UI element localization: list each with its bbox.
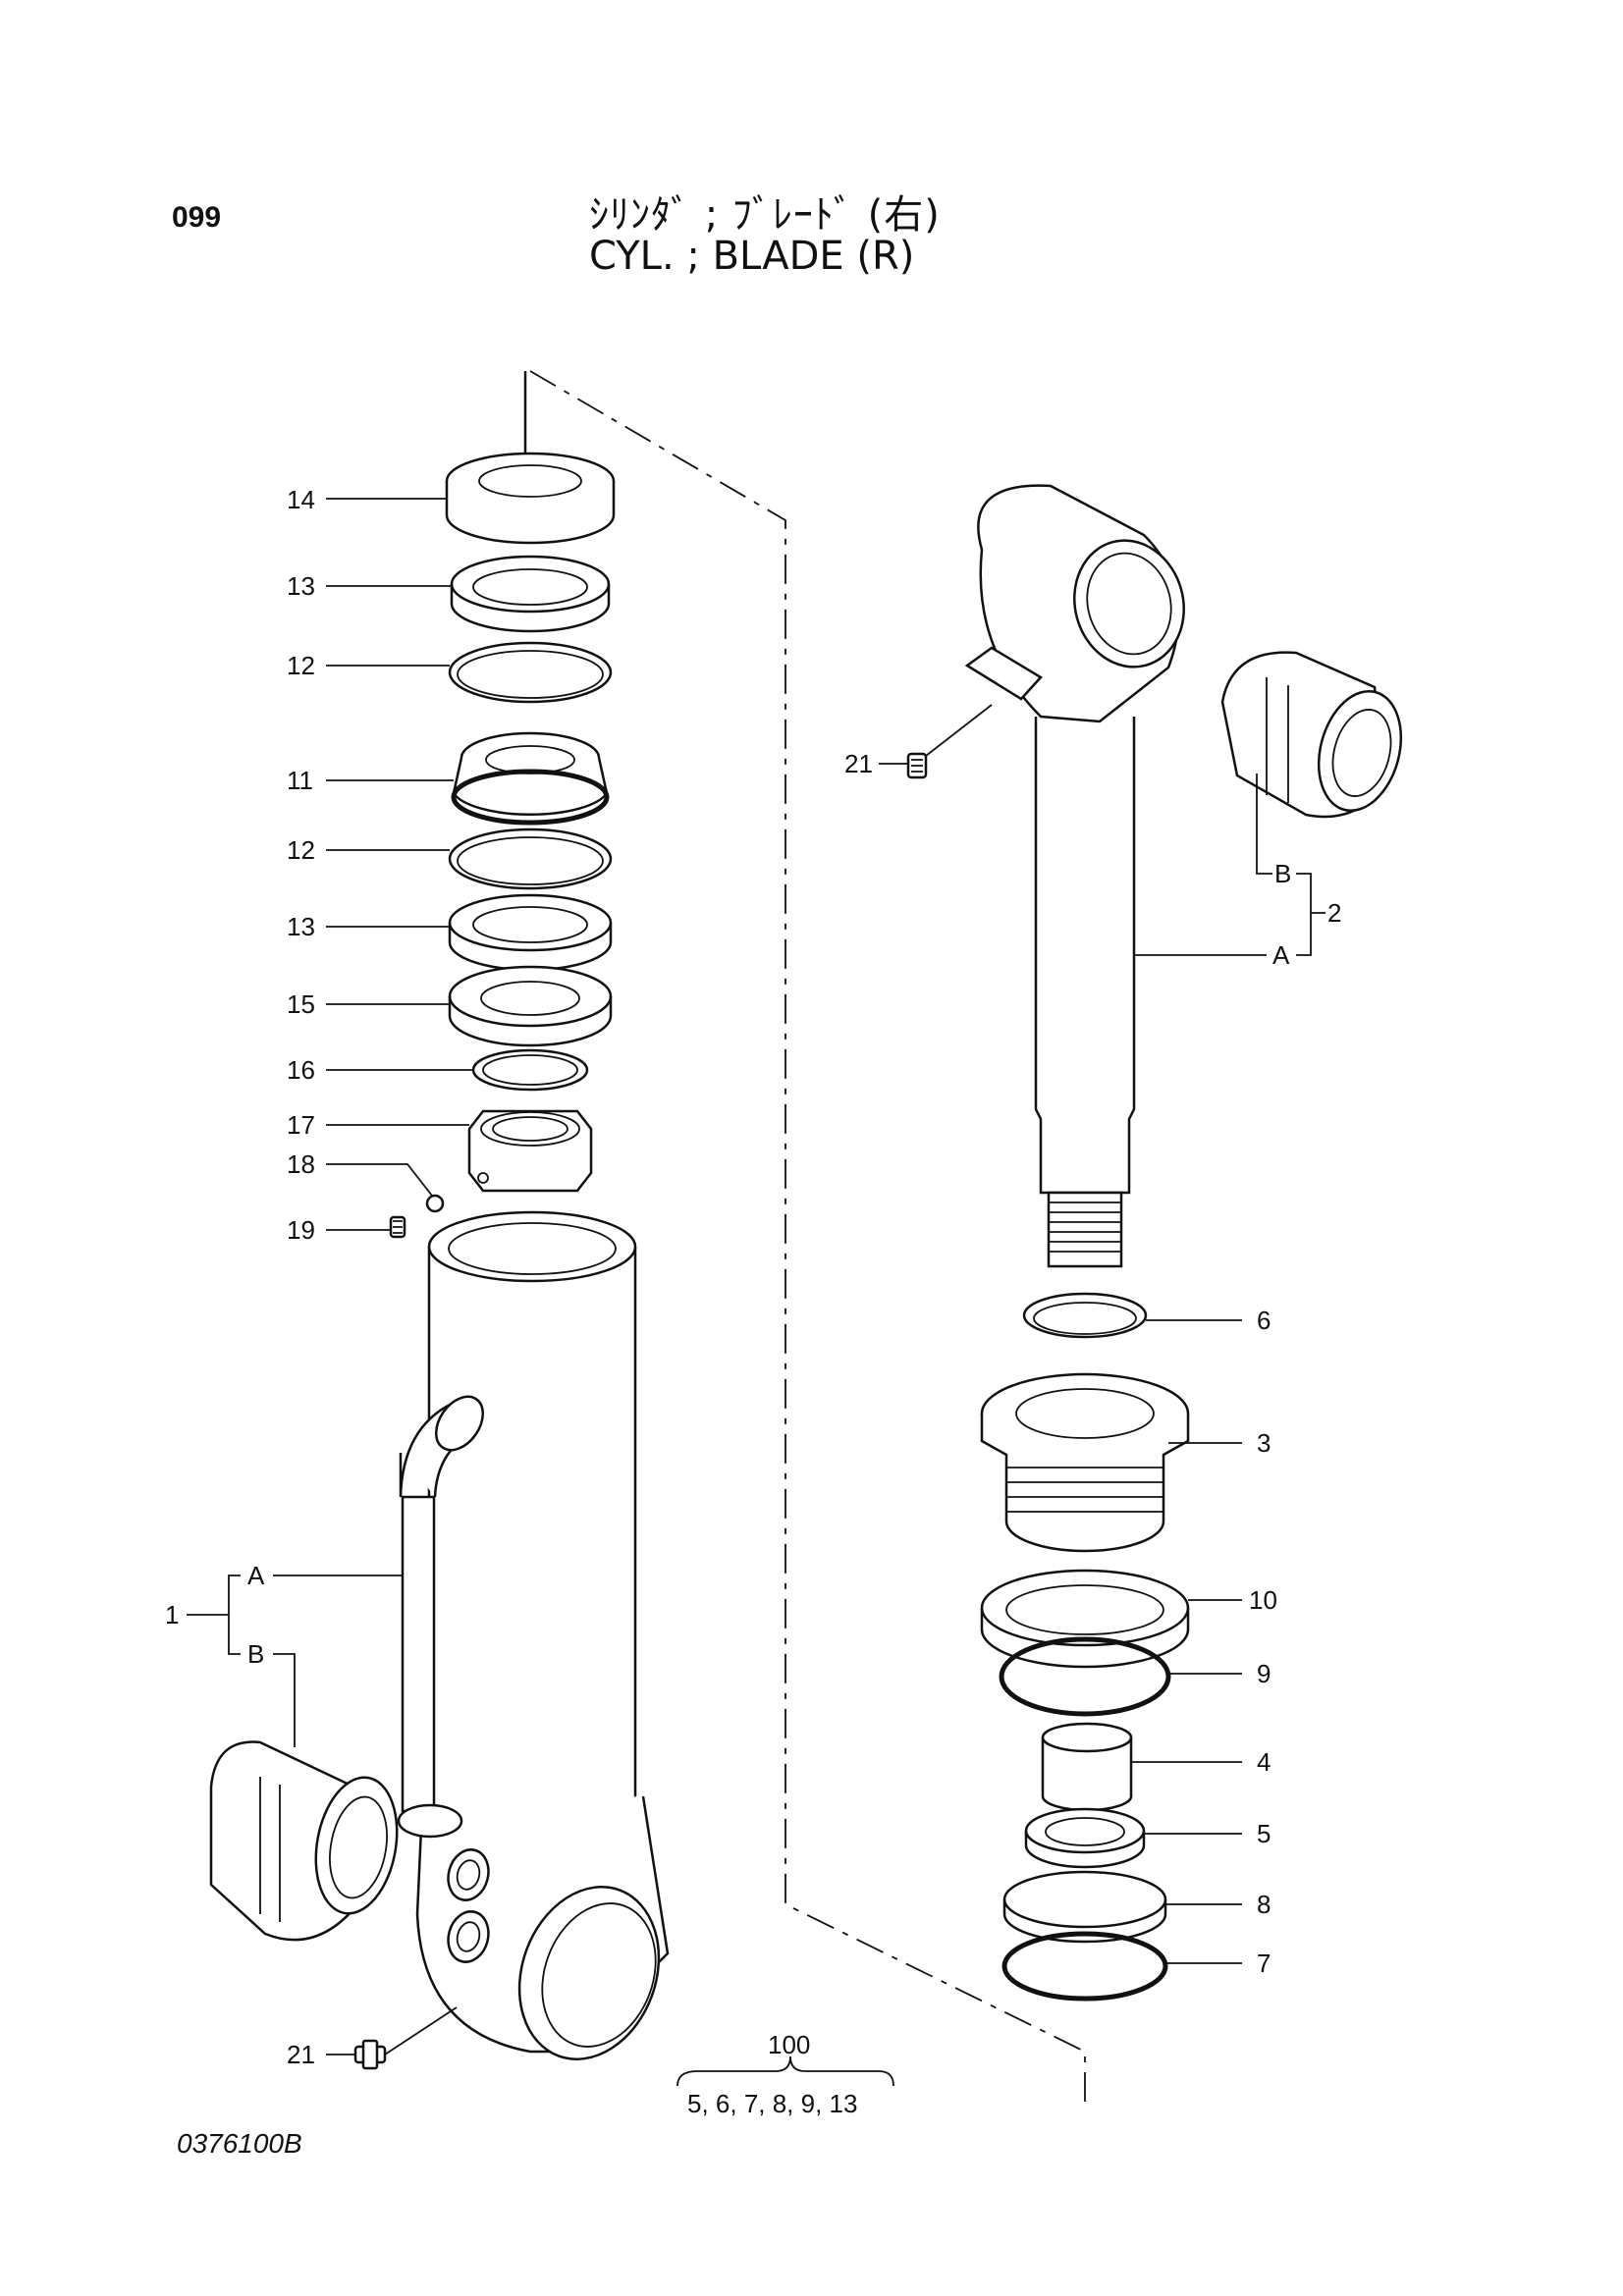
callout-19: 19 (287, 1215, 315, 1245)
part-12-backup-ring-lower (448, 828, 613, 890)
callout-16: 16 (287, 1055, 315, 1085)
callout-21-lower: 21 (287, 2040, 315, 2069)
part-2-piston-rod (977, 484, 1185, 1268)
part-8-ring (1002, 1870, 1167, 1944)
callout-12-upper: 12 (287, 651, 315, 680)
part-12-backup-ring-upper (448, 641, 613, 704)
part-13-seal-lower (448, 893, 613, 972)
part-5-ring (1024, 1807, 1146, 1869)
callout-13-upper: 13 (287, 571, 315, 601)
callout-10: 10 (1249, 1585, 1277, 1615)
part-21-grease-fitting-upper (906, 752, 928, 779)
part-7-o-ring (1001, 1931, 1168, 2002)
callout-17: 17 (287, 1110, 315, 1140)
callout-1-b: B (247, 1639, 264, 1669)
callout-3: 3 (1257, 1428, 1271, 1458)
callout-18: 18 (287, 1149, 315, 1179)
callout-2-a: A (1272, 940, 1290, 970)
drawing-code: 0376100B (177, 2128, 302, 2159)
part-18-ball (425, 1194, 445, 1213)
callout-1: 1 (165, 1600, 179, 1629)
callout-2-b: B (1274, 859, 1291, 888)
callout-5: 5 (1257, 1819, 1271, 1848)
part-17-nut (467, 1109, 593, 1193)
title-japanese: ｼﾘﾝﾀﾞ ; ﾌﾞﾚｰﾄﾞ (右) (589, 192, 941, 238)
page-code: 099 (172, 201, 222, 234)
part-21-grease-fitting-lower (353, 2039, 387, 2070)
callout-21-upper: 21 (844, 749, 873, 778)
part-9-o-ring (999, 1636, 1171, 1717)
part-1-ports (447, 1848, 490, 1963)
part-6-ring (1022, 1292, 1148, 1339)
part-14-bushing (445, 452, 616, 545)
callout-9: 9 (1257, 1659, 1271, 1688)
part-19-set-screw (389, 1215, 406, 1239)
callout-7: 7 (1257, 1949, 1271, 1978)
kit-number: 100 (768, 2030, 810, 2059)
callout-2: 2 (1327, 898, 1341, 928)
title-english: CYL. ; BLADE (R) (589, 234, 915, 279)
callout-6: 6 (1257, 1306, 1271, 1335)
part-1-elbow-pipe (397, 1395, 485, 1839)
callout-8: 8 (1257, 1890, 1271, 1919)
callout-4: 4 (1257, 1747, 1271, 1777)
part-1-cylinder-tube (415, 1210, 670, 2060)
part-11-piston-seal (451, 731, 610, 826)
part-1b-bushing (209, 1740, 399, 1942)
callout-11: 11 (287, 766, 313, 795)
part-2b-bushing (1220, 651, 1403, 819)
part-2-clip (964, 646, 1043, 701)
callout-1-a: A (247, 1561, 265, 1590)
callout-14: 14 (287, 485, 315, 514)
callout-15: 15 (287, 989, 315, 1019)
part-15-ring (448, 965, 613, 1047)
kit-contents: 5, 6, 7, 8, 9, 13 (687, 2089, 857, 2118)
part-16-o-ring (471, 1048, 589, 1092)
assembly-path-line (523, 370, 1086, 2110)
part-4-sleeve (1041, 1722, 1133, 1812)
leader-lines (187, 498, 1325, 2087)
part-3-gland (980, 1372, 1190, 1553)
part-13-seal-upper (450, 555, 611, 633)
part-10-ring (980, 1569, 1190, 1669)
callout-12-lower: 12 (287, 835, 315, 865)
callout-13-lower: 13 (287, 912, 315, 941)
